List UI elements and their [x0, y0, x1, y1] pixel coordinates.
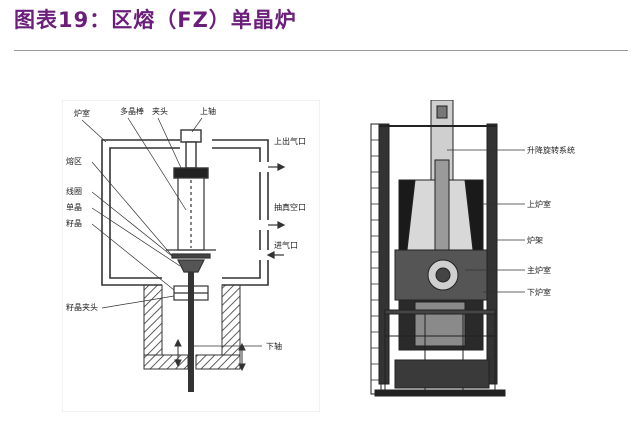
label-gas-inlet: 进气口	[274, 240, 298, 250]
label-furnace-chamber: 炉室	[74, 108, 90, 118]
label-seed-chuck: 籽晶夹头	[66, 302, 98, 312]
label-furnace-frame: 炉架	[527, 235, 543, 245]
label-main-chamber: 主炉室	[527, 265, 551, 275]
coil	[166, 249, 216, 273]
label-poly-rod: 多晶棒	[120, 106, 144, 116]
label-single-crystal: 单晶	[66, 202, 82, 212]
fz-furnace-schematic: 炉室 多晶棒 夹头 上轴 熔区 线圈 单晶 籽晶 上出气口 抽真空口 进气口 籽…	[62, 100, 320, 412]
upper-shaft	[173, 129, 209, 179]
label-chuck: 夹头	[152, 106, 168, 116]
label-melt-zone: 熔区	[66, 156, 82, 166]
furnace-chamber-walls	[101, 139, 269, 286]
fz-furnace-machine: 升降旋转系统 上炉室 炉架 主炉室 下炉室	[355, 100, 590, 412]
label-lower-shaft: 下轴	[266, 341, 282, 351]
machine-leaders	[447, 149, 525, 293]
lower-housing	[143, 284, 241, 370]
lower-shaft	[188, 272, 194, 392]
label-coil: 线圈	[66, 186, 82, 196]
label-seed: 籽晶	[66, 218, 82, 228]
label-upper-shaft: 上轴	[200, 106, 216, 116]
poly-rod	[177, 177, 205, 251]
label-lower-chamber: 下炉室	[527, 287, 551, 297]
leader-lines	[81, 117, 262, 347]
page-title: 图表19：区熔（FZ）单晶炉	[14, 8, 297, 32]
port-arrows	[266, 163, 286, 259]
label-vacuum-port: 抽真空口	[274, 202, 306, 212]
label-lift-rotate: 升降旋转系统	[527, 145, 575, 155]
label-upper-outlet: 上出气口	[274, 136, 306, 146]
label-upper-chamber: 上炉室	[527, 199, 551, 209]
lower-motion-arrows	[174, 338, 246, 372]
machine-body	[370, 100, 506, 397]
title-divider	[14, 50, 628, 51]
